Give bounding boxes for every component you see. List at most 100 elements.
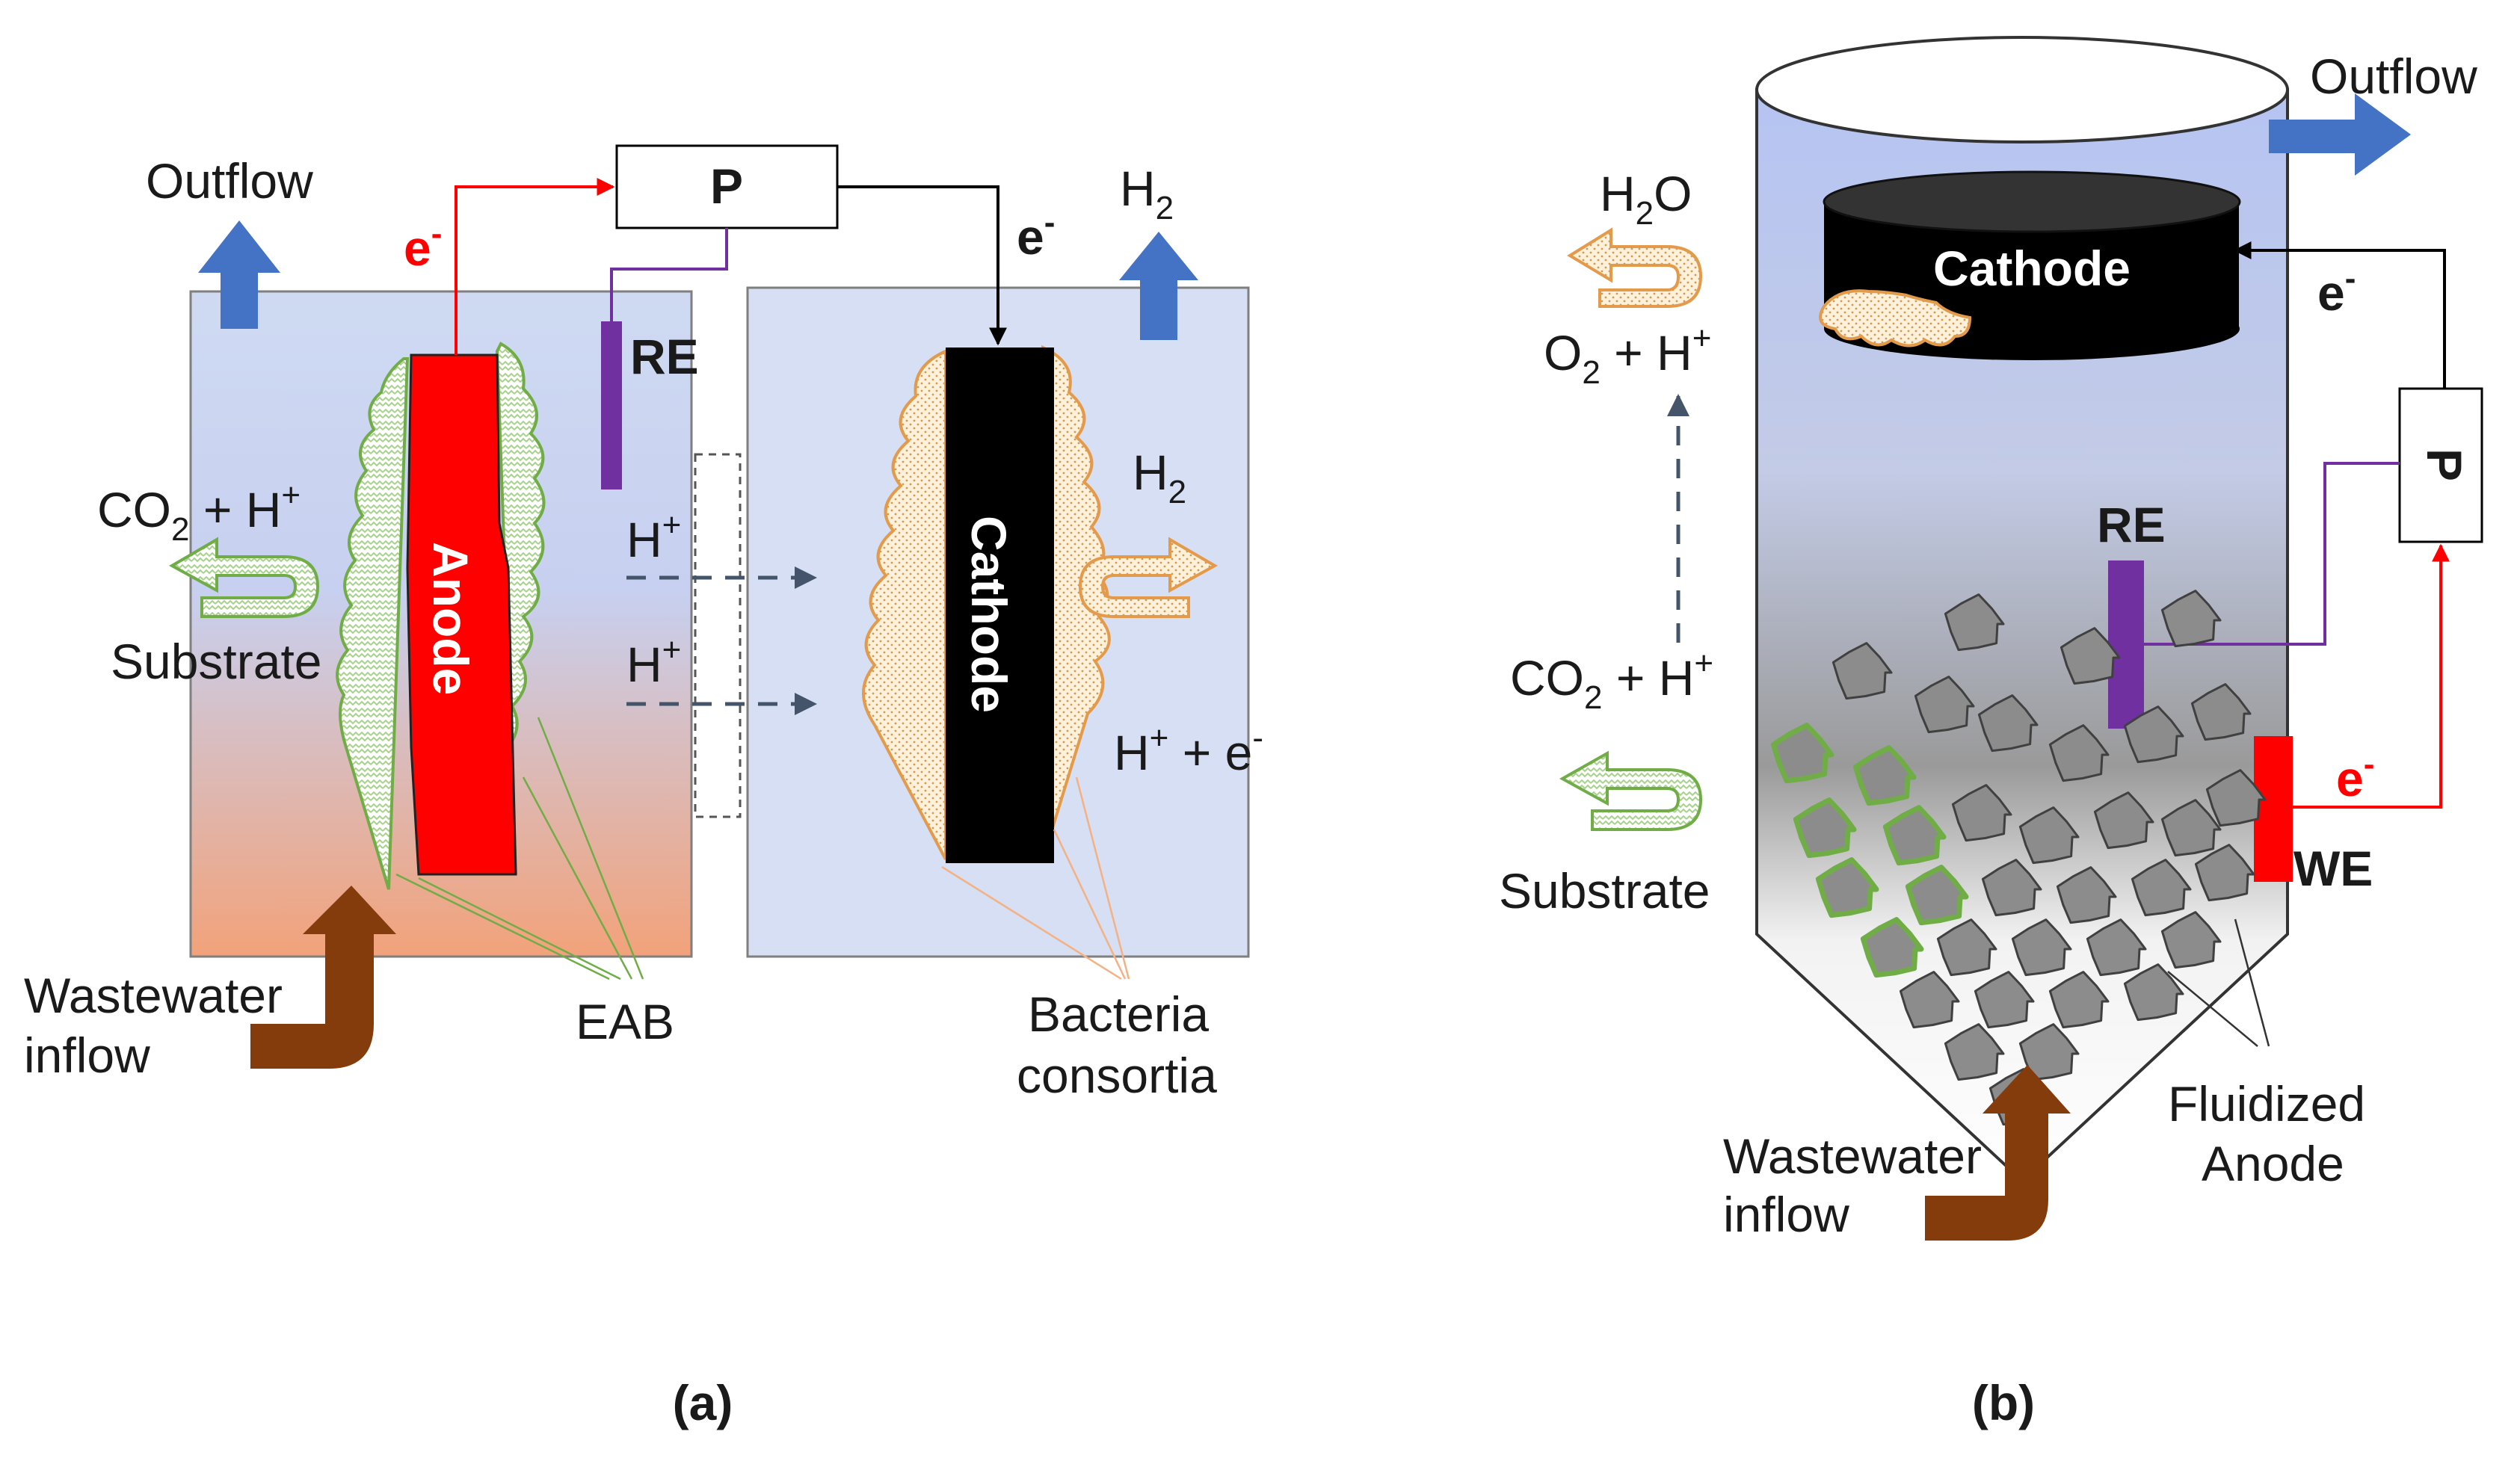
potentiostat-label: P [710, 158, 743, 214]
cathode-consortia-b [1819, 289, 1972, 348]
cathode-electrode [946, 348, 1054, 863]
outflow-arrow-a [198, 220, 280, 329]
outflow-label-b: Outflow [2310, 49, 2477, 104]
e-we-label: e- [2336, 746, 2374, 806]
we-label: WE [2293, 841, 2373, 896]
anode-granule [2194, 844, 2255, 902]
consortia-label: consortia [1017, 1048, 1217, 1103]
inflow-label-a: inflow [24, 1028, 150, 1083]
anode-granule [1899, 971, 1960, 1029]
anode-granule [2086, 918, 2147, 977]
eab-coated-granule [1852, 745, 1917, 806]
bacteria-label: Bacteria [1028, 986, 1209, 1042]
inflow-label-b: inflow [1723, 1187, 1849, 1242]
cathode-wire [837, 185, 1007, 346]
h2-label-top: H2 [1120, 161, 1174, 226]
anode-granule [2048, 971, 2110, 1029]
e-top-label: e- [2317, 260, 2356, 321]
anode-granule [1951, 784, 2012, 842]
eab-label: EAB [576, 994, 674, 1049]
panel-a: Anode Cathode RE P e- e- Outflow H2 CO2 … [24, 144, 1263, 1430]
fluidized-callout-lines [2167, 918, 2270, 1047]
wastewater-inflow-arrow-b [1925, 1065, 2071, 1241]
re-label: RE [630, 329, 699, 384]
anode-granule [1981, 859, 2042, 917]
anode-granule [2011, 918, 2072, 977]
fluidized-label: Fluidized [2168, 1076, 2365, 1131]
wastewater-label-a: Wastewater [24, 968, 283, 1023]
anode-label-b: Anode [2202, 1136, 2344, 1191]
h2-uturn-arrow [1078, 537, 1219, 618]
eab-coated-granule [1815, 857, 1879, 918]
potentiostat-box-b[interactable] [2398, 387, 2483, 543]
eab-biofilm [336, 342, 546, 890]
h2-arrow-a [1119, 232, 1198, 340]
anode-granule [1977, 694, 2039, 753]
anode-granule [2018, 806, 2080, 865]
h-e-label: H+ + e- [1114, 720, 1263, 780]
cathode-label: Cathode [961, 516, 1017, 713]
anode-granule [2060, 627, 2121, 685]
co2-label-b: CO2 + H+ [1510, 645, 1713, 716]
anode-wire [455, 178, 615, 355]
anode-granule [1914, 676, 1975, 734]
wastewater-inflow-arrow-a [250, 886, 396, 1069]
substrate-uturn-arrow-b [1559, 750, 1703, 831]
substrate-label-a: Substrate [111, 634, 322, 689]
h-plus-label-2: H+ [626, 631, 681, 692]
caption-a: (a) [673, 1375, 733, 1430]
re-wire [610, 228, 728, 321]
e-cathode-label: e- [1017, 204, 1055, 265]
e-anode-label: e- [404, 215, 442, 276]
eab-coated-granule [1905, 865, 1969, 926]
re-electrode [601, 321, 622, 489]
anode-granule [2190, 683, 2252, 741]
anode-granule [2123, 705, 2184, 764]
anode-granule [2018, 1023, 2080, 1081]
reactor-top [1755, 36, 2289, 143]
anode-granule [2056, 866, 2117, 924]
outflow-label-a: Outflow [146, 153, 313, 209]
o2-label: O2 + H+ [1544, 320, 1711, 391]
anode-granule [1944, 593, 2005, 652]
anode-granule [2205, 769, 2267, 827]
anode-granule [2131, 859, 2192, 917]
cathode-label-b: Cathode [1933, 241, 2131, 296]
eab-coated-granule [1770, 723, 1834, 784]
anode-granule [2048, 724, 2110, 782]
bacteria-consortia-biofilm [862, 345, 1111, 860]
cathode-disk-top [1823, 170, 2241, 233]
eab-callout-lines [395, 717, 644, 980]
eab-coated-granule [1860, 917, 1924, 978]
anode-electrode [406, 353, 517, 876]
potentiostat-box[interactable] [615, 144, 839, 229]
anode-granule [1832, 642, 1893, 700]
re-label-b: RE [2097, 497, 2166, 552]
panel-b: Outflow Cathode H2O O2 + H+ CO2 + H+ Sub… [1499, 36, 2483, 1430]
anode-granule [1944, 1023, 2005, 1081]
re-wire-b [2144, 462, 2400, 646]
anode-granule [2160, 799, 2222, 857]
we-electrode [2254, 736, 2293, 882]
anode-granule [1936, 918, 1997, 977]
anode-granule [2123, 963, 2184, 1022]
eab-coated-granule [1793, 797, 1857, 859]
we-wire [2293, 543, 2450, 809]
o2-uturn-arrow [1567, 227, 1703, 308]
membrane [694, 453, 742, 818]
outflow-arrow-b [2269, 93, 2411, 176]
substrate-uturn-arrow-a [168, 537, 320, 618]
wastewater-label-b: Wastewater [1723, 1128, 1982, 1184]
cathode-wire-b [2233, 241, 2446, 389]
h2o-label: H2O [1600, 166, 1692, 232]
anode-granule [1974, 971, 2035, 1029]
consortia-callout-lines [941, 776, 1130, 980]
anode-granule [2093, 791, 2154, 850]
anode-granule [2160, 911, 2222, 969]
re-electrode-b [2108, 560, 2144, 729]
co2-label-a: CO2 + H+ [97, 477, 301, 548]
potentiostat-label-b: P [2417, 448, 2472, 481]
eab-coated-granule [1882, 805, 1947, 866]
substrate-label-b: Substrate [1499, 863, 1710, 918]
anode-granule [2160, 590, 2222, 648]
